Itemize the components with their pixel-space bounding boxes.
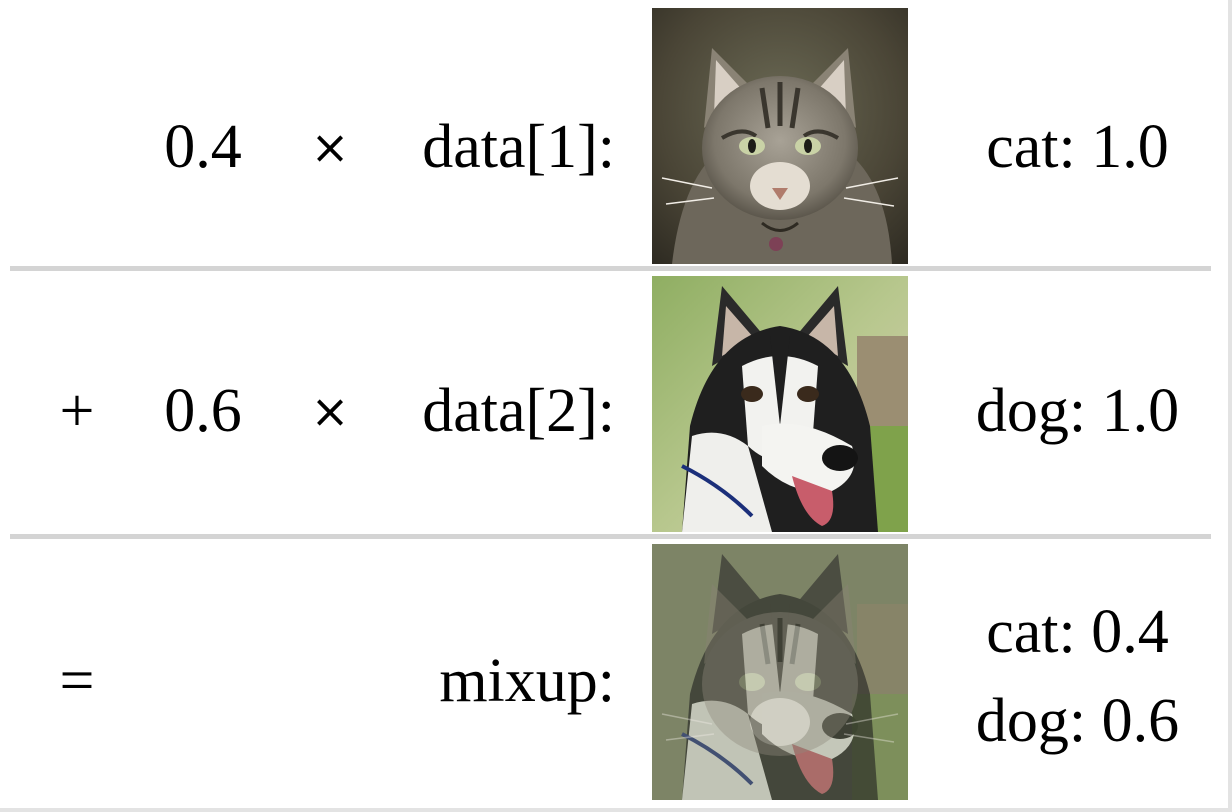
row-1-times-sign: × [310, 120, 350, 174]
mixup-name: mixup: [439, 647, 615, 715]
row-1-label: cat: 1.0 [986, 113, 1169, 181]
row-divider [10, 534, 1211, 539]
blended-cat-dog-photo [652, 544, 908, 800]
row-divider [10, 266, 1211, 271]
row-2-label: dog: 1.0 [975, 377, 1180, 445]
row-2-operator: + [59, 377, 95, 445]
mixup-label-dog: dog: 0.6 [975, 687, 1180, 755]
cat-photo [652, 8, 908, 264]
mixup-label-cat: cat: 0.4 [986, 598, 1169, 666]
row-1-name: data[1]: [422, 113, 615, 181]
cat-illustration [652, 8, 908, 264]
husky-illustration [652, 276, 908, 532]
row-2-name: data[2]: [422, 377, 615, 445]
mixup-operator: = [59, 647, 95, 715]
row-2-times-sign: × [310, 384, 350, 438]
husky-dog-photo [652, 276, 908, 532]
mixup-illustration [652, 544, 908, 800]
row-1-coefficient: 0.4 [164, 113, 242, 181]
frame-bottom-edge [0, 808, 1232, 812]
row-2-coefficient: 0.6 [164, 377, 242, 445]
frame-right-edge [1228, 0, 1232, 812]
